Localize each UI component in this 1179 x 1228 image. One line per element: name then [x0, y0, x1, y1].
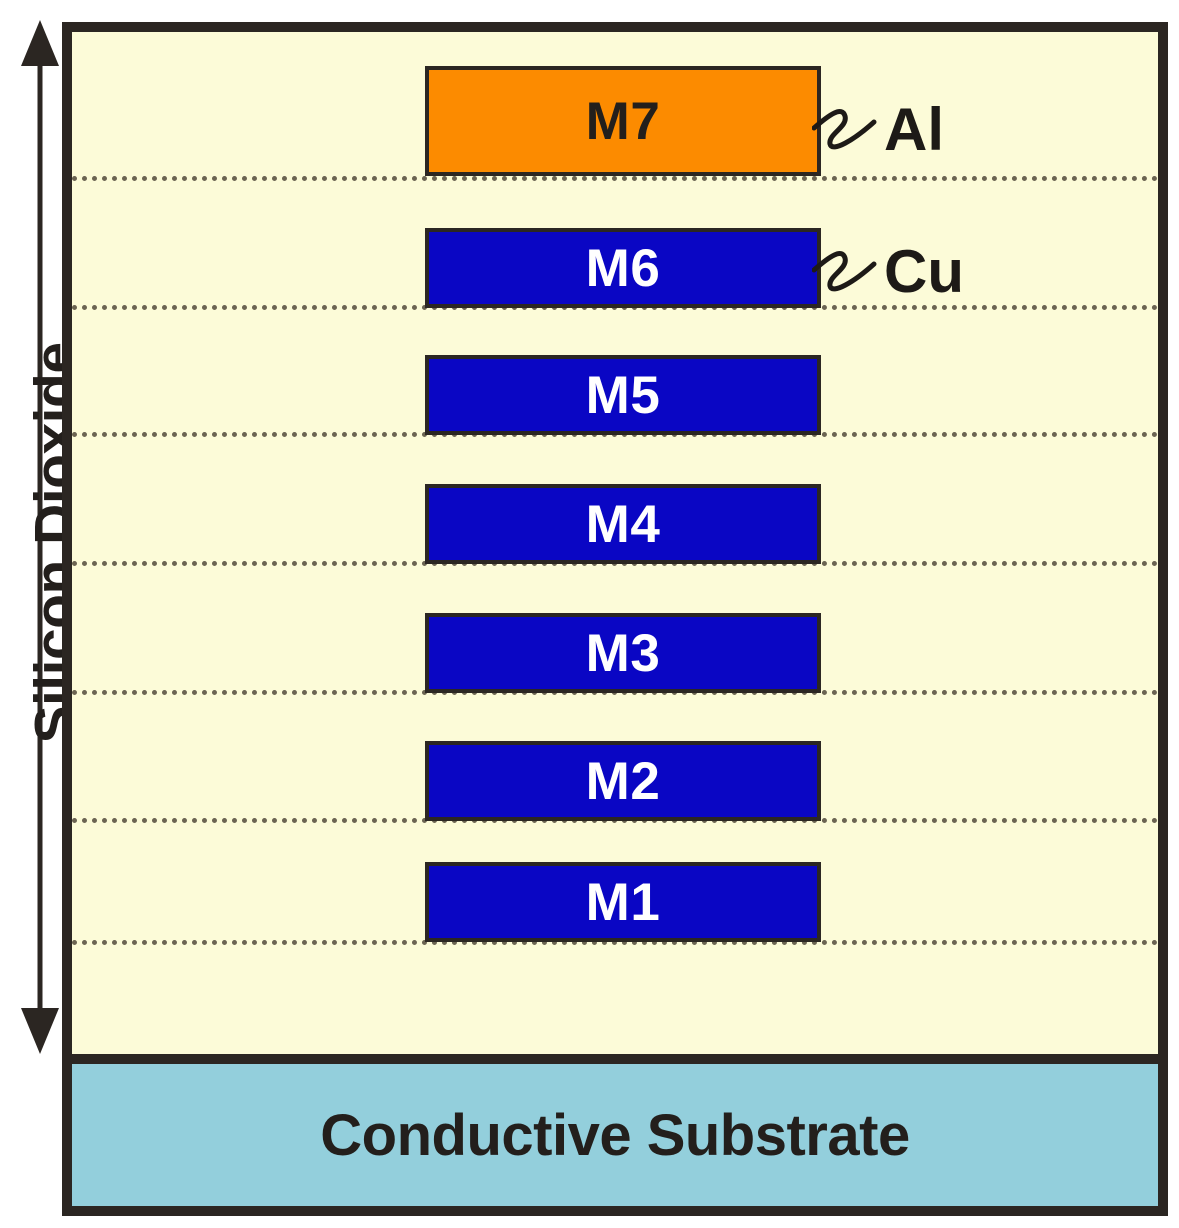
callout-copper: Cu — [812, 232, 964, 312]
silicon-dioxide-region: M7 M6 M5 M4 M3 M2 M1 — [72, 32, 1158, 1054]
metal-layer-m5[interactable]: M5 — [425, 355, 821, 435]
interface-line-1 — [72, 176, 1158, 181]
metal-layer-m6-label: M6 — [585, 238, 661, 298]
metal-layer-m7-label: M7 — [585, 91, 661, 151]
metal-layer-m1-label: M1 — [585, 872, 661, 932]
silicon-dioxide-extent-arrow — [21, 20, 59, 1054]
device-cross-section-frame: M7 M6 M5 M4 M3 M2 M1 — [62, 22, 1168, 1216]
interface-line-7 — [72, 940, 1158, 945]
metal-layer-m5-label: M5 — [585, 365, 661, 425]
callout-aluminum-symbol: Al — [884, 96, 944, 163]
callout-aluminum: Al — [812, 90, 944, 170]
metal-layer-m6[interactable]: M6 — [425, 228, 821, 308]
metal-layer-m3-label: M3 — [585, 623, 661, 683]
squiggle-leader-icon — [812, 109, 877, 150]
metal-layer-m4-label: M4 — [585, 494, 661, 554]
metal-layer-m2[interactable]: M2 — [425, 741, 821, 821]
metal-layer-m7[interactable]: M7 — [425, 66, 821, 176]
callout-copper-symbol: Cu — [884, 238, 964, 305]
metal-layer-m1[interactable]: M1 — [425, 862, 821, 942]
squiggle-leader-icon — [812, 251, 877, 292]
metal-layer-m3[interactable]: M3 — [425, 613, 821, 693]
metal-layer-m2-label: M2 — [585, 751, 661, 811]
conductive-substrate-label: Conductive Substrate — [320, 1102, 910, 1168]
metal-layer-m4[interactable]: M4 — [425, 484, 821, 564]
conductive-substrate-region: Conductive Substrate — [72, 1054, 1158, 1206]
